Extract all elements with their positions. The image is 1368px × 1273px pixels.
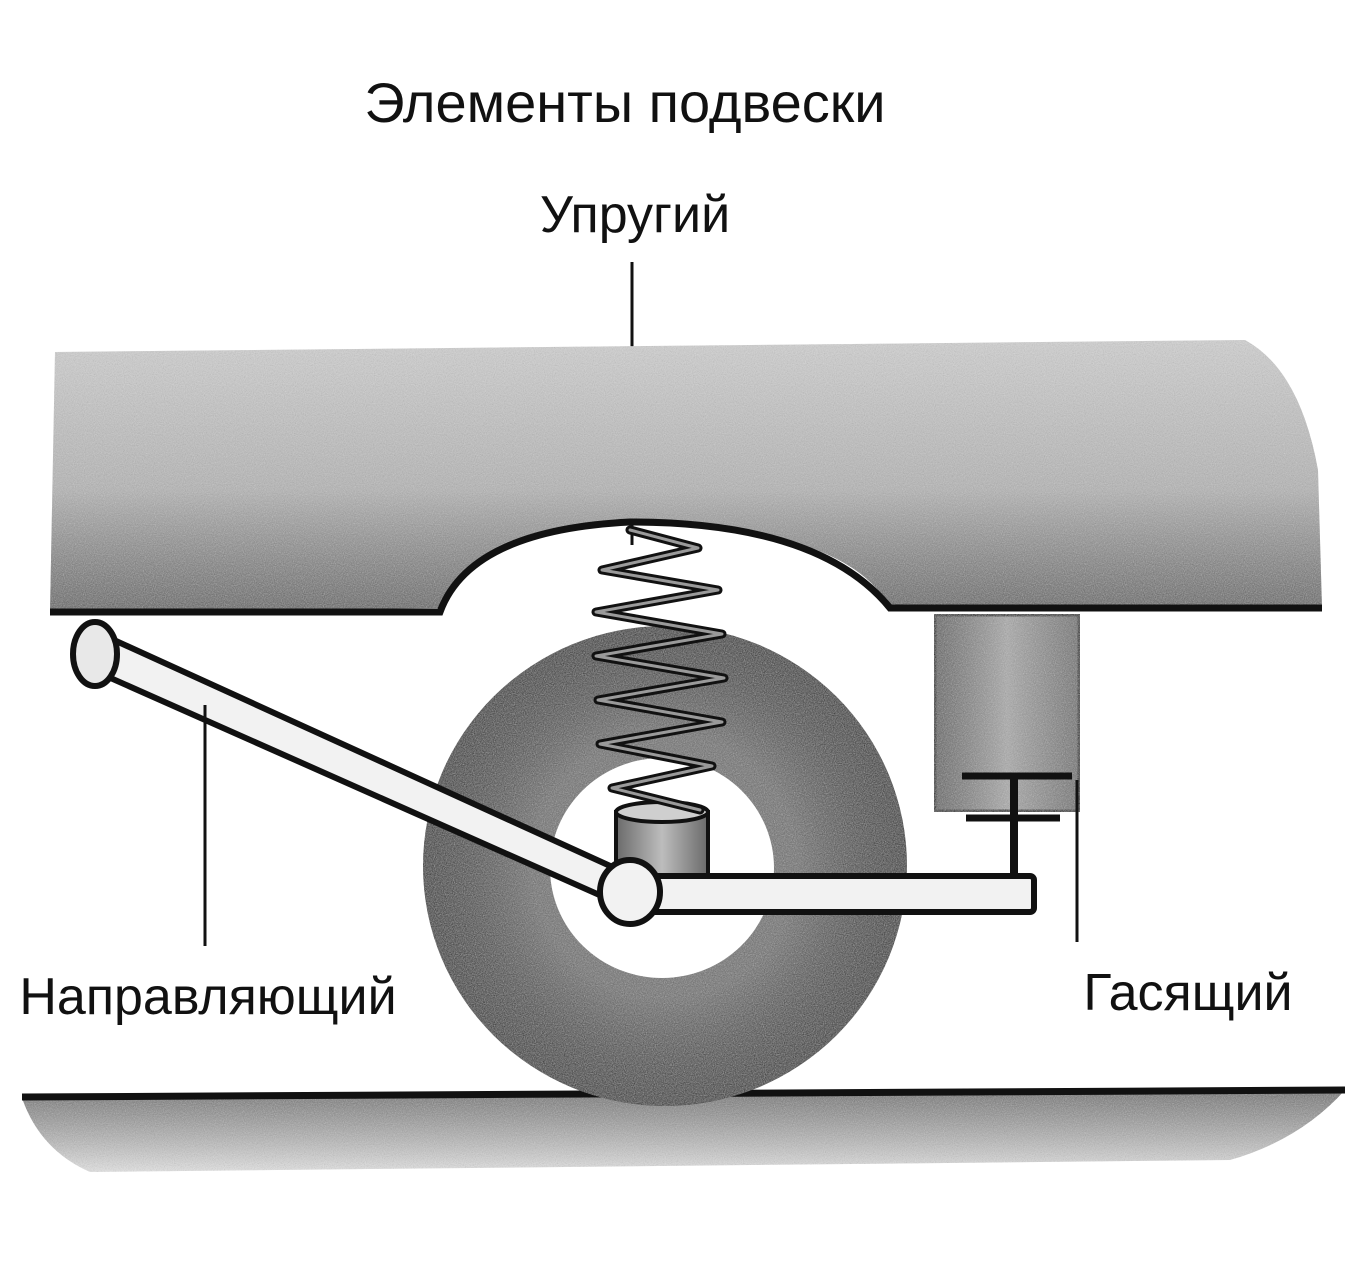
car-body	[50, 340, 1322, 612]
damper	[931, 611, 1083, 878]
damper-cylinder	[931, 611, 1083, 815]
diagram-title: Элементы подвески	[364, 71, 885, 134]
body-underline	[50, 518, 1322, 616]
hub-joint	[597, 857, 663, 927]
arm-pivot-joint	[70, 619, 120, 689]
ground	[22, 1090, 1345, 1172]
label-elastic: Упругий	[540, 186, 730, 244]
axle-beam	[637, 873, 1037, 915]
label-guiding: Направляющий	[19, 968, 396, 1026]
label-damping: Гасящий	[1083, 964, 1292, 1022]
